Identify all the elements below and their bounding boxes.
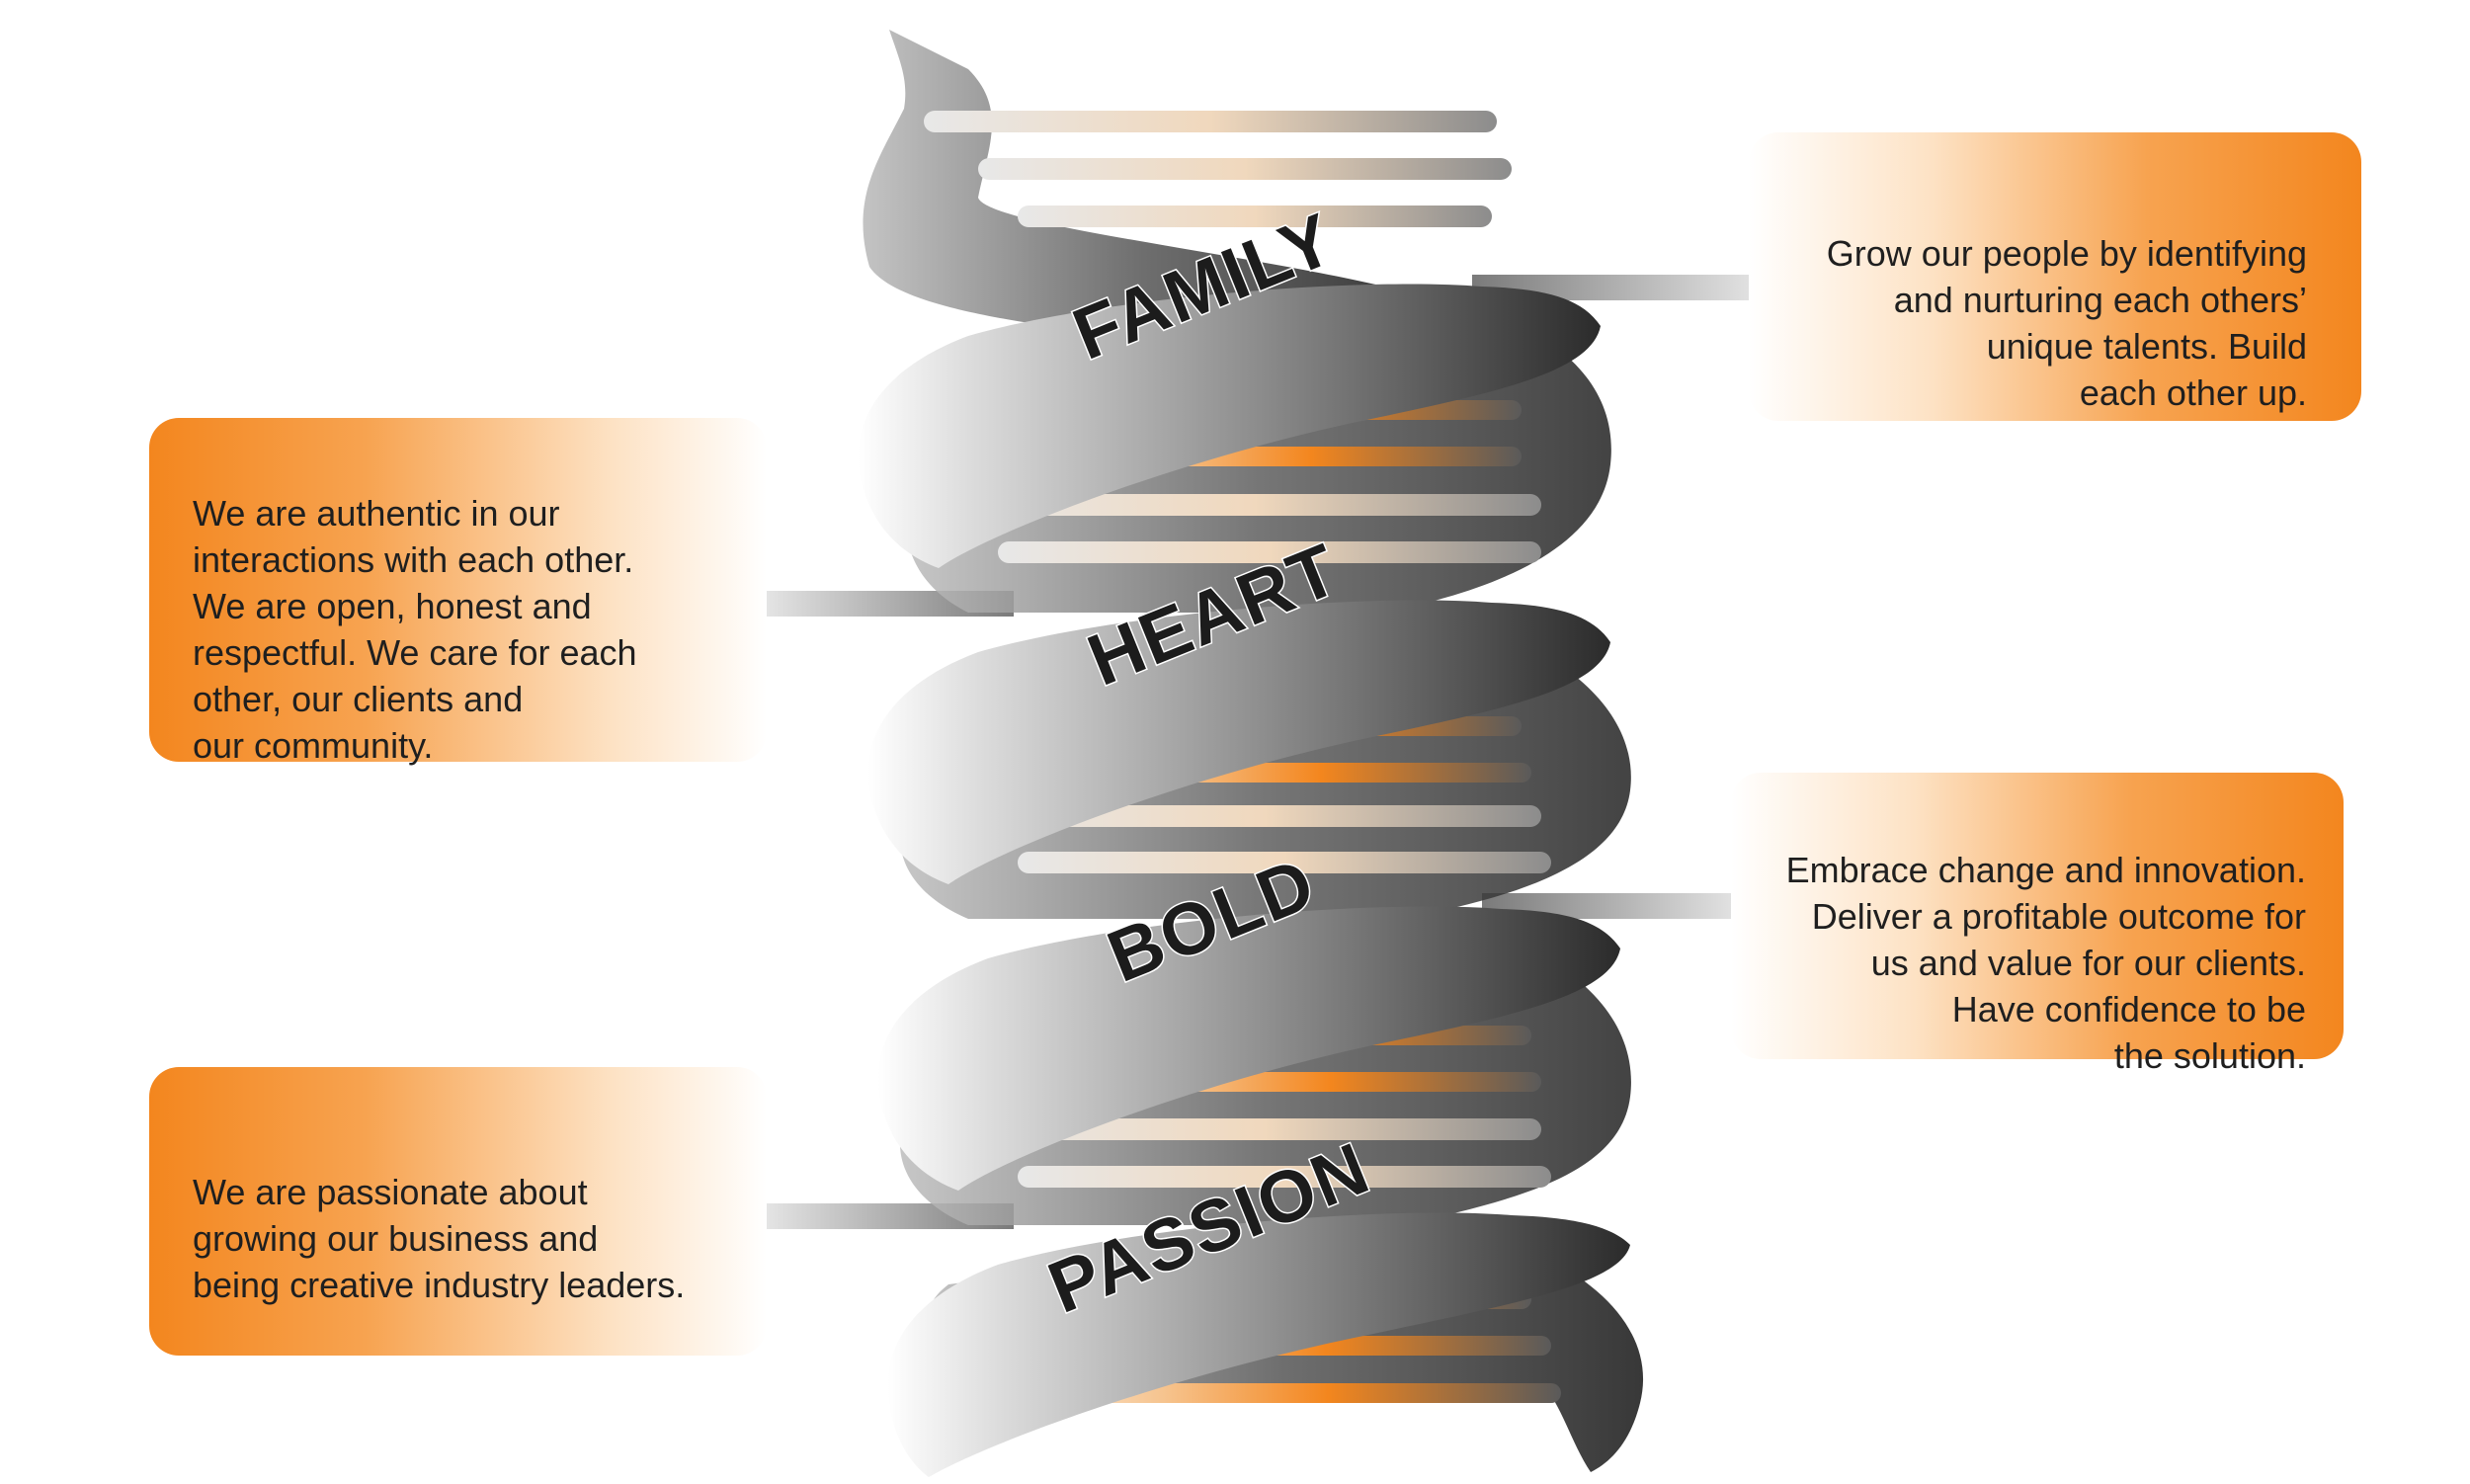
- ribbon-passion: [887, 1212, 1630, 1477]
- bold-description: Embrace change and innovation. Deliver a…: [1785, 850, 2306, 1076]
- passion-description-box: We are passionate about growing our busi…: [149, 1067, 767, 1356]
- word-bold: BOLD: [1097, 841, 1327, 997]
- ribbon-family: [858, 284, 1601, 568]
- family-description-box: Grow our people by identifying and nurtu…: [1749, 132, 2361, 421]
- ribbon-bold: [877, 906, 1620, 1191]
- heart-description-box: We are authentic in our interactions wit…: [149, 418, 767, 766]
- heart-description: We are authentic in our interactions wit…: [193, 493, 637, 766]
- family-description: Grow our people by identifying and nurtu…: [1826, 233, 2307, 413]
- word-passion: PASSION: [1037, 1126, 1381, 1329]
- word-family: FAMILY: [1062, 197, 1346, 375]
- ribbon-heart: [867, 600, 1610, 884]
- word-heart: HEART: [1077, 528, 1351, 701]
- bold-description-box: Embrace change and innovation. Deliver a…: [1731, 773, 2344, 1076]
- back-strand-top: [863, 30, 1423, 356]
- passion-description: We are passionate about growing our busi…: [193, 1172, 686, 1305]
